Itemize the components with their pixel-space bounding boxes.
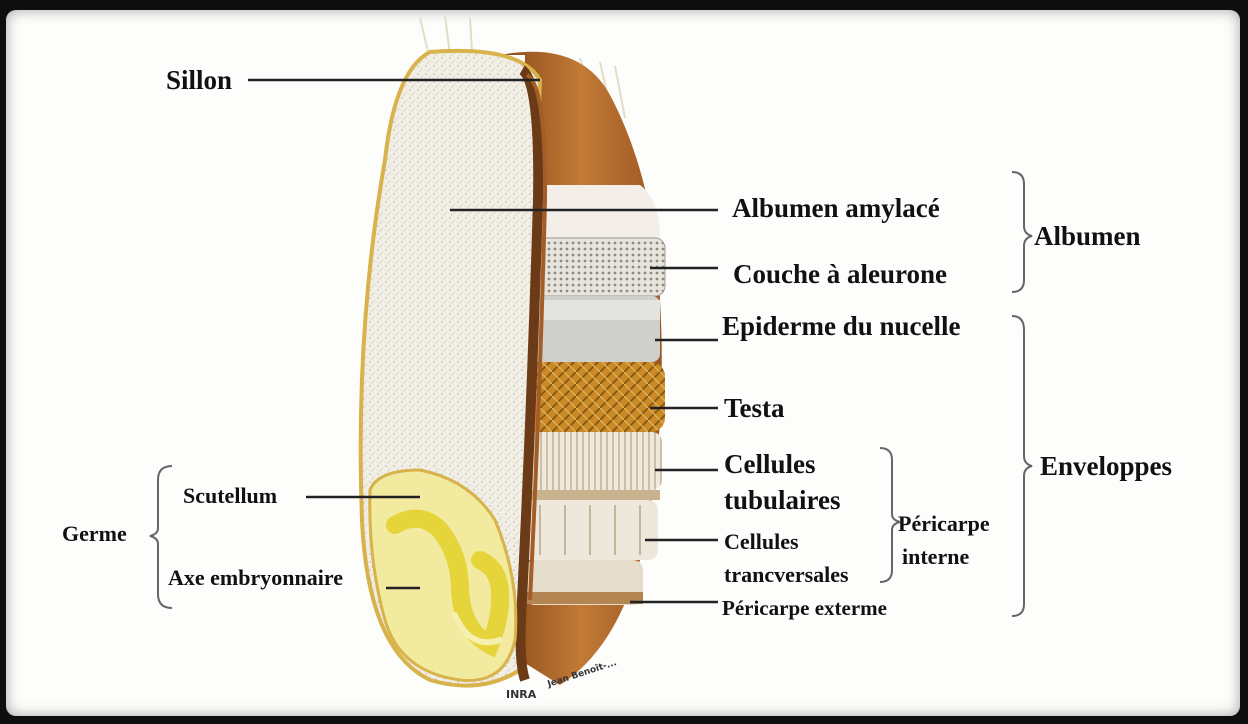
label-epiderme-nucelle: Epiderme du nucelle bbox=[722, 312, 961, 340]
tubular-cells-layer bbox=[520, 432, 662, 490]
label-cellules-tubulaires-2: tubulaires bbox=[724, 486, 841, 514]
label-pericarpe-interne-2: interne bbox=[902, 545, 969, 568]
aleurone-layer bbox=[530, 238, 665, 296]
enveloppes-brace bbox=[1012, 316, 1032, 616]
label-pericarpe-interne-1: Péricarpe bbox=[898, 512, 990, 535]
label-albumen-amylace: Albumen amylacé bbox=[732, 194, 940, 222]
label-albumen: Albumen bbox=[1034, 222, 1141, 250]
label-couche-aleurone: Couche à aleurone bbox=[733, 260, 947, 288]
label-cellules-transversales-1: Cellules bbox=[724, 530, 799, 553]
label-cellules-transversales-2: trancversales bbox=[724, 563, 849, 586]
albumen-brace bbox=[1012, 172, 1032, 292]
label-axe-embryonnaire: Axe embryonnaire bbox=[168, 566, 343, 589]
label-pericarpe-externe: Péricarpe exterme bbox=[722, 597, 887, 619]
label-scutellum: Scutellum bbox=[183, 484, 277, 507]
label-enveloppes: Enveloppes bbox=[1040, 452, 1172, 480]
inra-logo: INRA bbox=[506, 688, 536, 701]
label-cellules-tubulaires-1: Cellules bbox=[724, 450, 816, 478]
pericarpe-interne-brace bbox=[880, 448, 900, 582]
label-testa: Testa bbox=[724, 394, 785, 422]
label-sillon: Sillon bbox=[166, 66, 232, 94]
label-germe: Germe bbox=[62, 522, 127, 545]
